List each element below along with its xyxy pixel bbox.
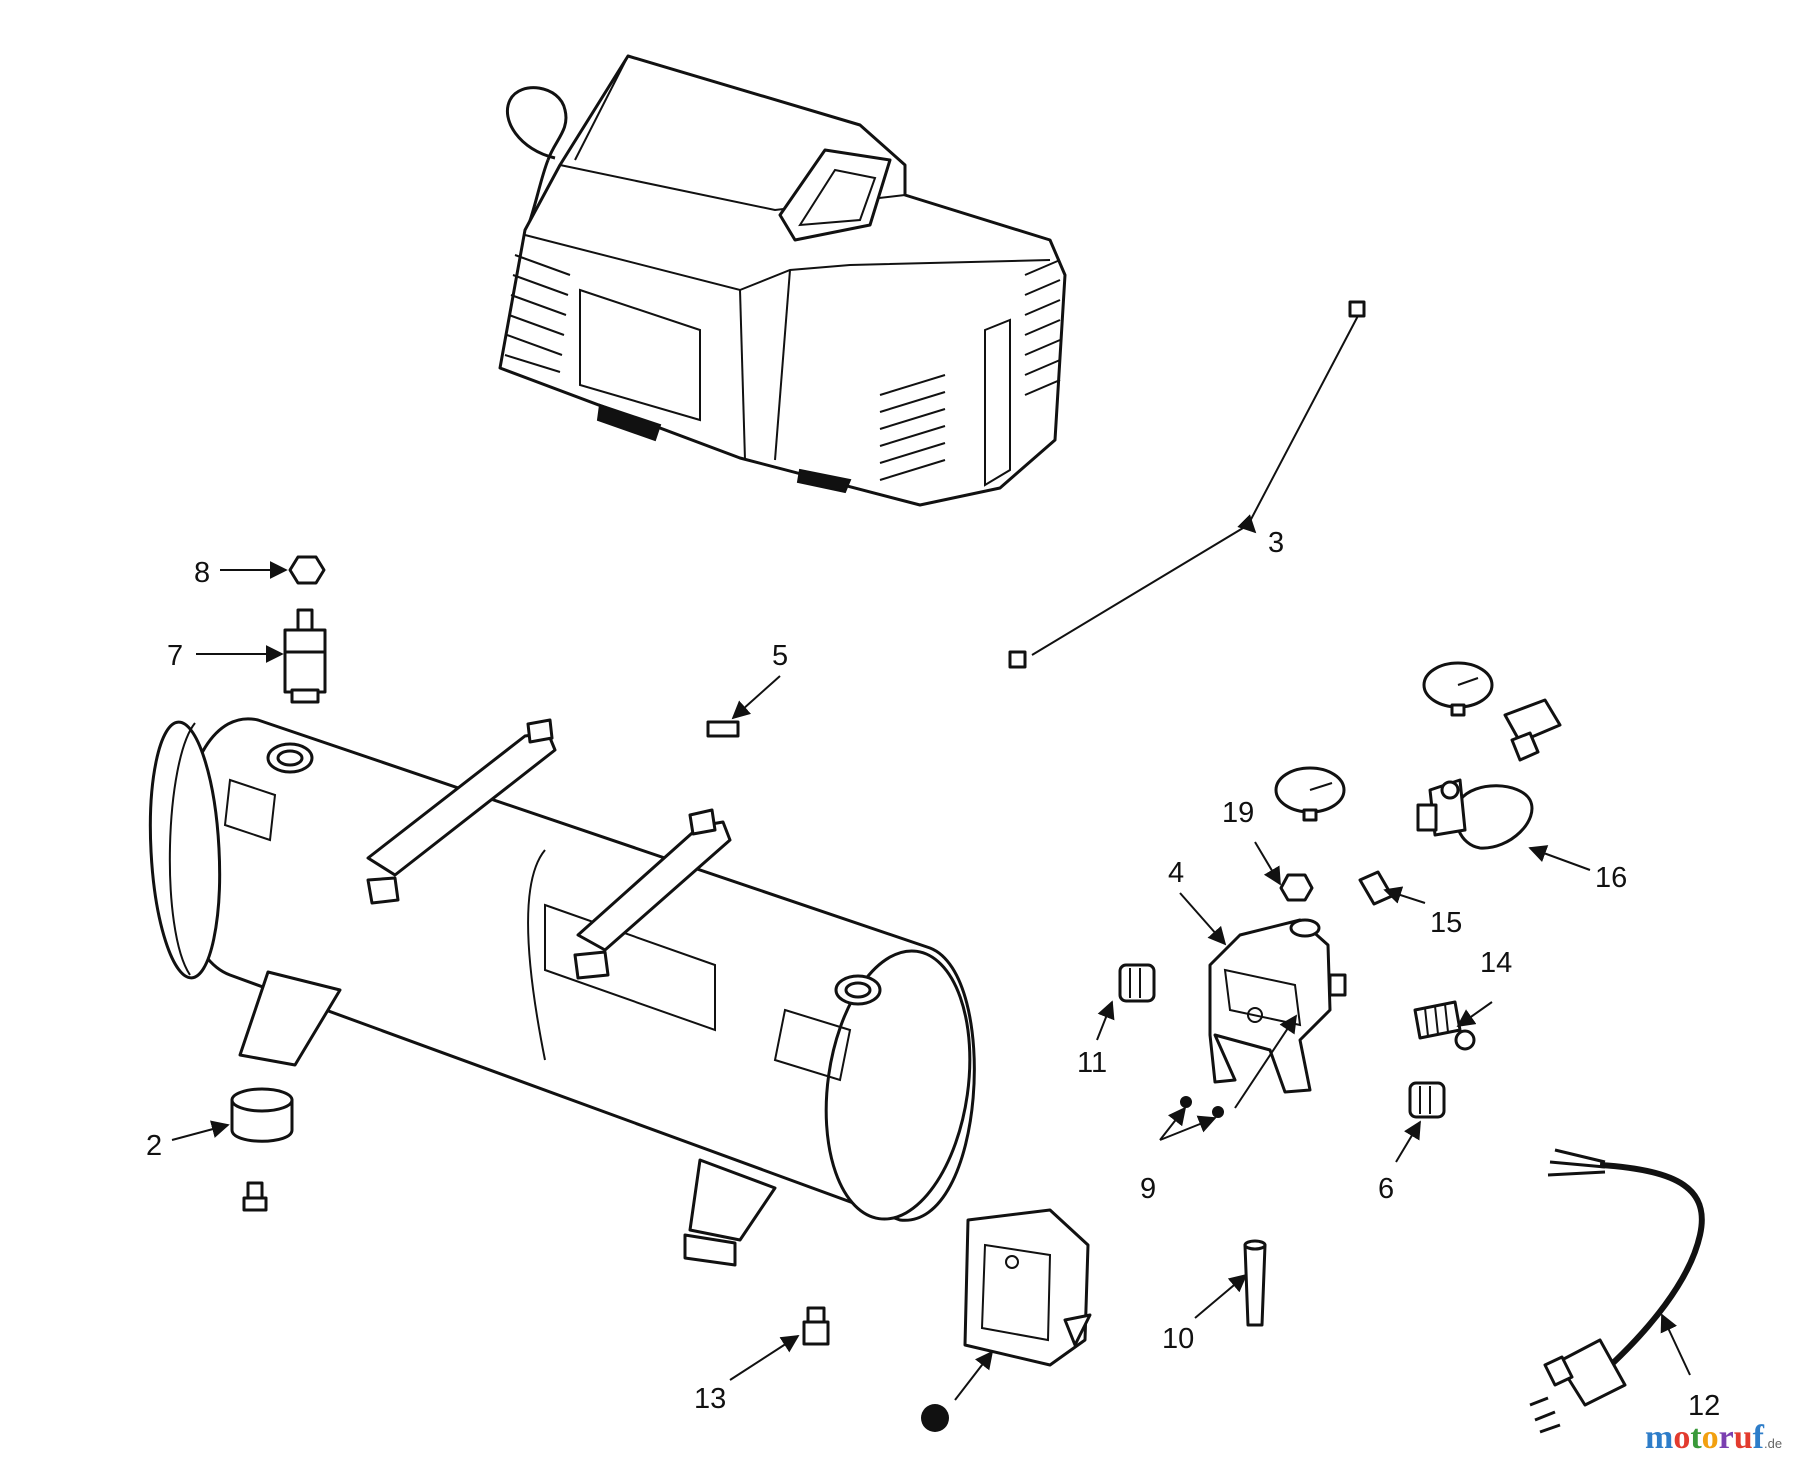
callout-15: 15: [1430, 907, 1462, 939]
callout-14: 14: [1480, 947, 1512, 979]
callout-5: 5: [772, 640, 788, 672]
part-15-fitting: [1358, 870, 1394, 906]
gauge-mid: [1274, 766, 1346, 822]
left-vents: [504, 254, 571, 373]
callout-numbers: 8 7 3 5 2 19 4 15 16 14 11 9 6 10 13 12: [146, 527, 1720, 1422]
pump-shroud-assembly: [498, 54, 1067, 507]
part-11-bushing: [1118, 963, 1156, 1003]
part-4-manifold: [1208, 918, 1347, 1094]
air-tank: [148, 717, 976, 1267]
watermark-logo: motoruf.de: [1645, 1419, 1782, 1456]
pressure-switch-box: [963, 1208, 1092, 1367]
callout-2: 2: [146, 1130, 162, 1162]
quick-coupler: [1503, 698, 1562, 762]
part-6-bushing: [1408, 1081, 1446, 1119]
callout-7: 7: [167, 640, 183, 672]
right-vents: [879, 259, 1061, 481]
callout-4: 4: [1168, 857, 1184, 889]
callout-6: 6: [1378, 1173, 1394, 1205]
gauge-top: [1422, 661, 1494, 717]
callout-3: 3: [1268, 527, 1284, 559]
part-14-safety-valve: [1413, 1000, 1476, 1051]
part-3-tube: [1008, 300, 1366, 669]
part-19-fitting: [1279, 873, 1314, 902]
callout-16: 16: [1595, 862, 1627, 894]
part-2-rubber-foot: [230, 1087, 294, 1212]
part-16-regulator: [1416, 778, 1534, 850]
part-9-screws: [1180, 1096, 1224, 1118]
part-5: [706, 720, 740, 738]
callout-10: 10: [1162, 1323, 1194, 1355]
part-8-nut: [288, 555, 326, 585]
callout-19: 19: [1222, 797, 1254, 829]
callout-13: 13: [694, 1383, 726, 1415]
bullet-dot: [921, 1404, 949, 1432]
callout-9: 9: [1140, 1173, 1156, 1205]
part-12-power-cord: [1529, 1148, 1705, 1434]
callout-12: 12: [1688, 1390, 1720, 1422]
callout-11: 11: [1077, 1047, 1107, 1079]
part-10-tube: [1243, 1239, 1267, 1327]
callout-8: 8: [194, 557, 210, 589]
part-13-drain-valve: [802, 1306, 830, 1346]
part-7-check-valve: [283, 608, 327, 704]
leader-lines: [171, 514, 1691, 1401]
